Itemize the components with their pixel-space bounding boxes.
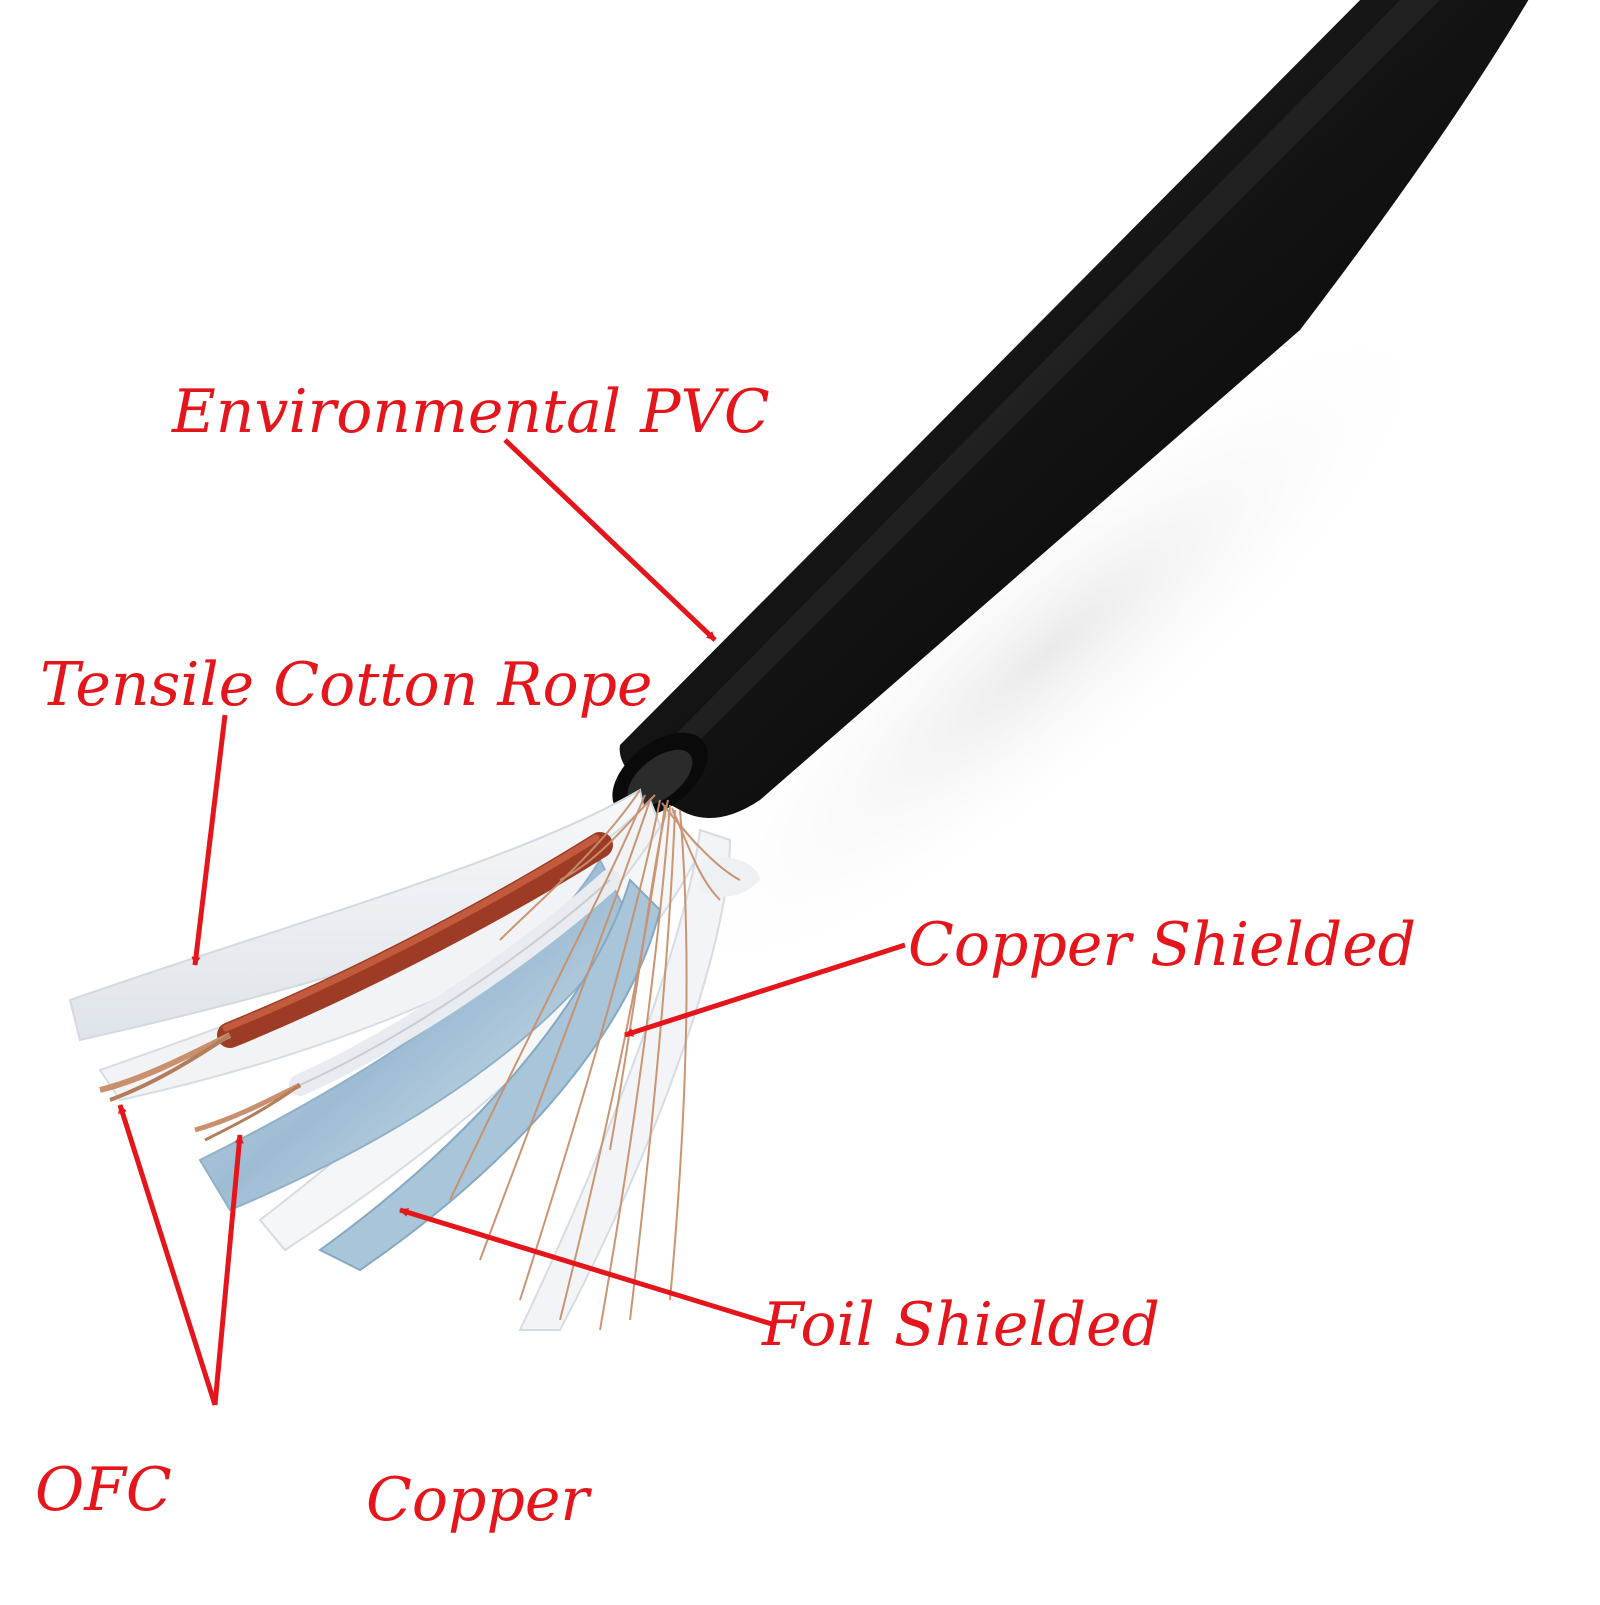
arrow-environmental-pvc [503,438,717,642]
label-copper: Copper [366,1465,592,1535]
pvc-jacket [612,0,1529,819]
label-copper-shielded: Copper Shielded [908,910,1416,980]
arrow-ofc-right [212,1134,244,1406]
label-tensile-cotton-rope: Tensile Cotton Rope [40,650,653,720]
cable-shadow [642,301,1458,999]
callout-labels: Environmental PVC Tensile Cotton Rope Co… [35,377,1416,1535]
arrow-foil-shielded [399,1207,776,1328]
label-foil-shielded: Foil Shielded [761,1290,1160,1360]
arrow-tensile-cotton-rope [191,714,228,966]
arrow-copper-shielded [624,942,906,1038]
label-ofc: OFC [35,1455,172,1525]
label-environmental-pvc: Environmental PVC [171,377,770,447]
callout-arrows [117,438,906,1406]
red-conductor [99,832,613,1102]
white-conductor [194,869,621,1142]
arrow-ofc-left [117,1104,218,1406]
